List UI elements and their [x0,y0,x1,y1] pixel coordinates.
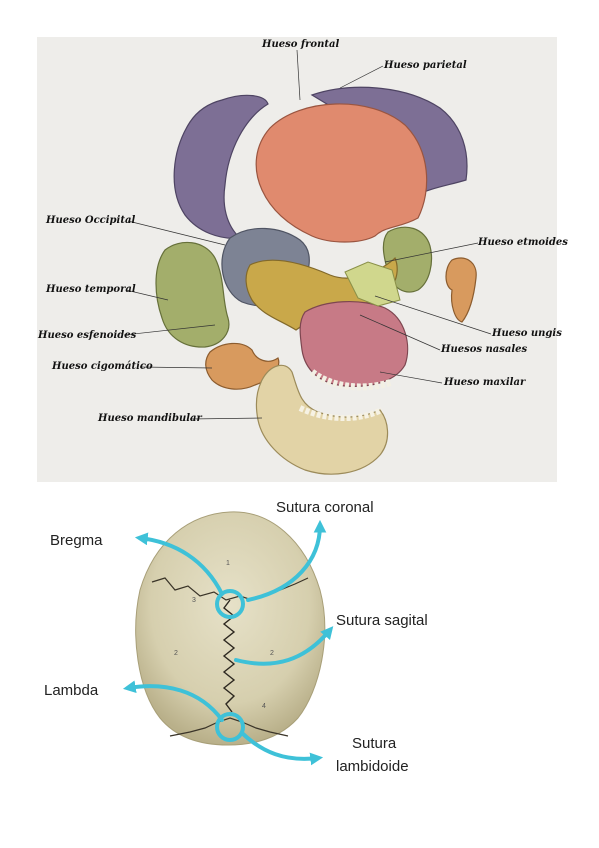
maxillary-bone [299,301,409,387]
label-cigomatico: Hueso cigomático [52,361,153,372]
label-parietal: Hueso parietal [384,60,467,71]
label-frontal: Hueso frontal [262,39,340,50]
upper-teeth [309,369,394,391]
frontal-bone [255,103,428,243]
label-occipital: Hueso Occipital [46,215,136,226]
leader-lines [123,49,492,420]
left-parietal-bone [173,94,269,239]
arrow-coronal [246,519,327,602]
arrow-bregma [134,532,224,596]
annotation-arrows [122,519,334,766]
arrow-lambda [122,680,224,722]
top-view-skull: 1 3 2 2 4 [135,511,326,746]
label-esfenoides: Hueso esfenoides [38,330,137,341]
right-small-bone [445,257,477,323]
bregma-circle [215,589,245,619]
label-temporal: Hueso temporal [46,284,136,295]
label-maxilar: Hueso maxilar [444,377,526,388]
lambda-circle [215,712,245,742]
bone-number-4: 4 [262,703,266,710]
nasal-bones [344,261,401,307]
bone-number-1: 1 [226,560,230,567]
label-sutura-lambdoide-line2: lambidoide [336,758,409,775]
label-sutura-coronal: Sutura coronal [276,499,374,516]
bone-number-2-right: 2 [270,650,274,657]
label-lambda: Lambda [44,682,99,699]
mandible-bone [255,364,389,475]
lower-teeth [298,405,384,421]
label-mandibular: Hueso mandibular [98,413,202,424]
label-sutura-sagital: Sutura sagital [336,612,428,629]
arrow-sagittal [234,626,334,666]
arrow-lambdoid [240,731,324,766]
lambdoid-suture [169,717,289,737]
label-nasales: Huesos nasales [441,344,528,355]
label-etmoides: Hueso etmoides [478,237,568,248]
label-sutura-lambdoide-line1: Sutura [352,735,397,752]
label-ungis: Hueso ungis [492,328,562,339]
label-bregma: Bregma [50,532,103,549]
bone-number-2-left: 2 [174,650,178,657]
bone-number-3: 3 [192,597,196,604]
temporal-bone [155,241,230,348]
exploded-skull [155,86,477,475]
